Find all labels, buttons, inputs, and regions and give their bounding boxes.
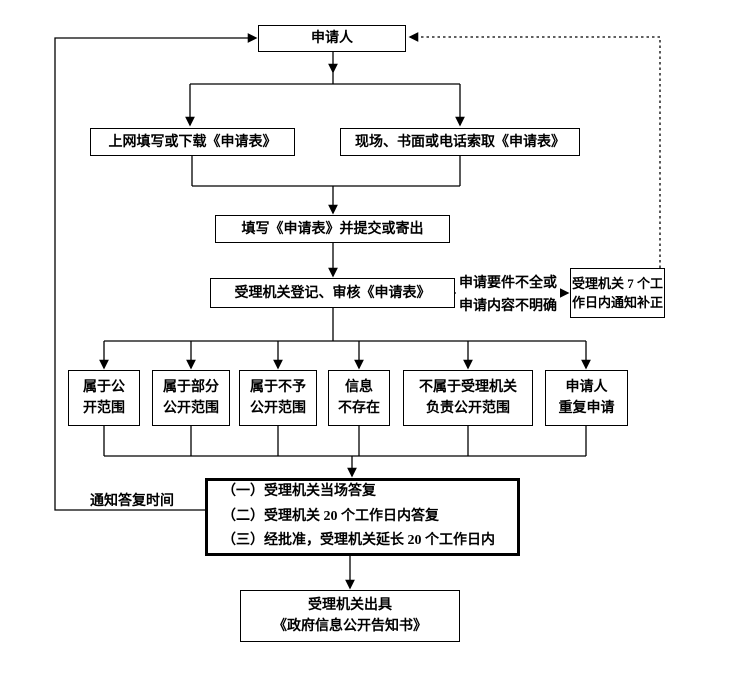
node-outcome-repeat-application: 申请人 重复申请 [545, 370, 628, 426]
node-correction-notice: 受理机关 7 个工 作日内通知补正 [570, 268, 665, 318]
node-outcome-partial-public-scope: 属于部分 公开范围 [152, 370, 230, 426]
node-issue-disclosure-notice: 受理机关出具 《政府信息公开告知书》 [240, 590, 460, 642]
node-fill-submit-form: 填写《申请表》并提交或寄出 [215, 215, 450, 243]
label-notify-reply-time: 通知答复时间 [86, 491, 178, 509]
node-online-download-form: 上网填写或下载《申请表》 [90, 128, 295, 156]
node-outcome-non-public-scope: 属于不予 公开范围 [239, 370, 317, 426]
node-onsite-request-form: 现场、书面或电话索取《申请表》 [340, 128, 580, 156]
node-reply-methods: （一）受理机关当场答复 （二）受理机关 20 个工作日内答复 （三）经批准，受理… [205, 478, 520, 556]
node-outcome-public-scope: 属于公 开范围 [68, 370, 140, 426]
node-register-review-form: 受理机关登记、审核《申请表》 [210, 278, 455, 308]
node-applicant: 申请人 [258, 25, 406, 52]
node-outcome-info-not-exist: 信息 不存在 [328, 370, 390, 426]
label-incomplete-condition: 申请要件不全或 申请内容不明确 [456, 273, 560, 317]
node-outcome-not-responsible: 不属于受理机关 负责公开范围 [403, 370, 533, 426]
